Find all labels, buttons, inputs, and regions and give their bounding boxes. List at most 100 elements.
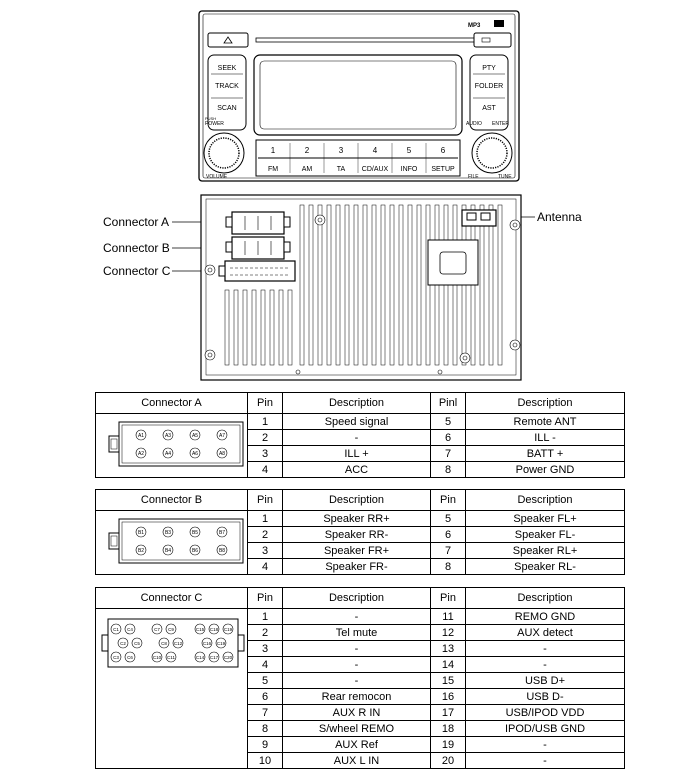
description-cell: S/wheel REMO (282, 720, 431, 737)
description-cell: Remote ANT (465, 413, 625, 430)
connector-a-diagram: A1 A3 A5 A7 A2 A4 A6 A8 (95, 413, 248, 478)
pin-header: Pin (430, 489, 466, 511)
description-cell: - (465, 736, 625, 753)
seek-button[interactable]: SEEK (218, 65, 237, 72)
preset-button[interactable]: 4 (373, 146, 378, 155)
description-cell: AUX L IN (282, 752, 431, 769)
description-cell: Speaker RR+ (282, 510, 431, 527)
pin-label: A1 (137, 433, 143, 439)
tune-label: TUNE (498, 174, 512, 180)
enter-label: ENTER (492, 121, 509, 127)
pin-label: B3 (164, 530, 170, 536)
band-button[interactable]: SETUP (431, 166, 455, 173)
band-button[interactable]: FM (268, 166, 278, 173)
description-cell: Speaker FL+ (465, 510, 625, 527)
connector-a-label: Connector A (103, 215, 170, 229)
connector-a-socket (225, 211, 291, 235)
pin-label: C9 (168, 627, 174, 632)
pin-cell: 1 (247, 510, 283, 527)
description-cell: Speaker RR- (282, 526, 431, 543)
pin-label: C7 (154, 627, 160, 632)
band-button[interactable]: CD/AUX (362, 166, 389, 173)
pin-cell: 19 (430, 736, 466, 753)
pin-label: C2 (120, 641, 126, 646)
pin-header: Pin (247, 392, 283, 414)
pin-label: C16 (203, 641, 212, 646)
pin-cell: 9 (247, 736, 283, 753)
screws (204, 214, 521, 375)
preset-button[interactable]: 3 (339, 146, 344, 155)
ast-button[interactable]: AST (482, 105, 496, 112)
mount-bracket (427, 239, 479, 286)
pin-cell: 17 (430, 704, 466, 721)
folder-button[interactable]: FOLDER (475, 83, 503, 90)
description-cell: - (465, 752, 625, 769)
pin-cell: 1 (247, 608, 283, 625)
pin-cell: 3 (247, 542, 283, 559)
eject-button[interactable] (207, 32, 249, 48)
connector-b-socket (225, 236, 291, 260)
pty-button[interactable]: PTY (482, 65, 496, 72)
description-cell: Rear remocon (282, 688, 431, 705)
connector-c-socket (218, 260, 296, 282)
pin-cell: 4 (247, 461, 283, 478)
preset-button[interactable]: 1 (271, 146, 276, 155)
volume-knob[interactable] (203, 132, 245, 174)
pin-label: C15 (196, 627, 205, 632)
preset-button[interactable]: 2 (305, 146, 310, 155)
pin-label: A6 (191, 451, 197, 457)
description-cell: ILL + (282, 445, 431, 462)
description-cell: USB/IPOD VDD (465, 704, 625, 721)
usb-button[interactable] (473, 32, 512, 48)
description-cell: AUX detect (465, 624, 625, 641)
pin-header: Pinl (430, 392, 466, 414)
pin-label: B1 (137, 530, 143, 536)
rear-panel (172, 194, 535, 381)
pin-label: C4 (127, 627, 133, 632)
mp3-logo: MP3 (468, 23, 481, 29)
pin-label: A8 (218, 451, 224, 457)
band-button[interactable]: TA (337, 166, 346, 173)
description-header: Description (465, 392, 625, 414)
pin-label: B6 (191, 548, 197, 554)
pin-cell: 3 (247, 445, 283, 462)
pin-cell: 5 (430, 413, 466, 430)
description-header: Description (465, 489, 625, 511)
pin-row: B1 B3 B5 B7 (135, 526, 227, 538)
display-screen (253, 54, 463, 136)
pin-label: C11 (167, 655, 175, 660)
band-button[interactable]: AM (302, 166, 313, 173)
description-cell: IPOD/USB GND (465, 720, 625, 737)
description-cell: - (465, 656, 625, 673)
description-header: Description (465, 587, 625, 609)
track-button[interactable]: TRACK (215, 83, 239, 90)
scan-button[interactable]: SCAN (217, 105, 236, 112)
connector-c-label: Connector C (103, 264, 171, 278)
pin-label: C17 (210, 655, 219, 660)
pin-label: C6 (127, 655, 133, 660)
pin-cell: 3 (247, 640, 283, 657)
pin-cell: 15 (430, 672, 466, 689)
band-button[interactable]: INFO (401, 166, 418, 173)
preset-button[interactable]: 6 (441, 146, 446, 155)
description-cell: Speaker FR- (282, 558, 431, 575)
front-panel: MP3 SEEK TRACK SCAN PTY FOLDER AST PUSH … (198, 10, 520, 182)
pin-label: C8 (161, 641, 167, 646)
description-cell: Power GND (465, 461, 625, 478)
pin-cell: 4 (247, 558, 283, 575)
pin-label: C5 (134, 641, 140, 646)
tune-knob[interactable] (471, 132, 513, 174)
description-cell: REMO GND (465, 608, 625, 625)
pin-cell: 1 (247, 413, 283, 430)
description-cell: AUX Ref (282, 736, 431, 753)
pin-header: Pin (247, 587, 283, 609)
pin-cell: 6 (430, 429, 466, 446)
pin-cell: 4 (247, 656, 283, 673)
description-cell: AUX R IN (282, 704, 431, 721)
preset-button[interactable]: 5 (407, 146, 412, 155)
pin-label: C12 (174, 641, 183, 646)
